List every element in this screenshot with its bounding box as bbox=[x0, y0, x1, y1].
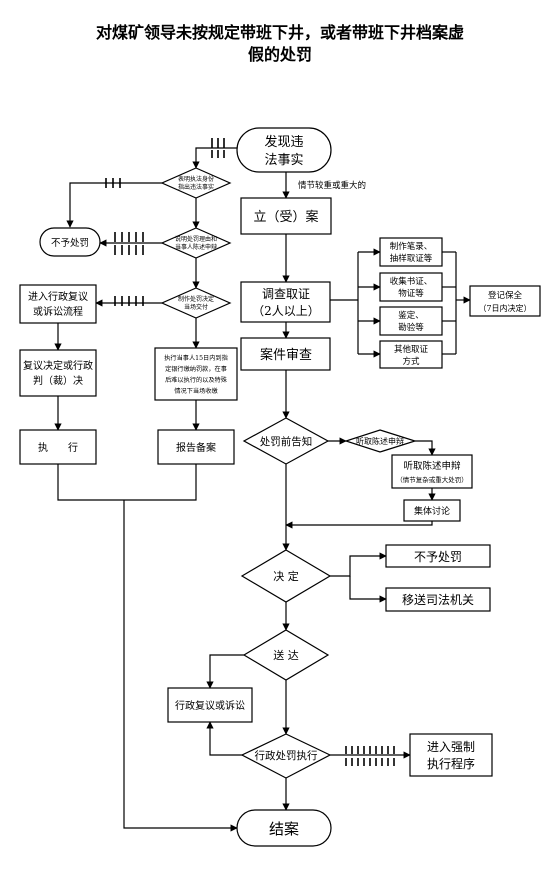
svg-text:复议决定或行政: 复议决定或行政 bbox=[23, 359, 93, 372]
svg-text:听取陈述申辩: 听取陈述申辩 bbox=[356, 436, 404, 446]
end-node: 结案 bbox=[236, 809, 332, 847]
svg-text:情况下当场收缴: 情况下当场收缴 bbox=[174, 387, 218, 395]
svg-text:结案: 结案 bbox=[269, 820, 299, 838]
svg-text:（情节复杂或重大处罚）: （情节复杂或重大处罚） bbox=[396, 475, 468, 484]
svg-text:抽样取证等: 抽样取证等 bbox=[390, 253, 433, 264]
svg-text:当事人陈述申辩: 当事人陈述申辩 bbox=[175, 243, 217, 251]
svg-text:说明处罚理由和: 说明处罚理由和 bbox=[175, 235, 217, 243]
svg-text:送 达: 送 达 bbox=[273, 648, 299, 662]
review-litigation-node: 行政复议或诉讼 bbox=[167, 687, 253, 723]
pre-notice-diamond: 处罚前告知 bbox=[242, 417, 330, 465]
left-review-node: 进入行政复议 或诉讼流程 bbox=[19, 284, 97, 324]
arrow-collective-to-main bbox=[285, 521, 433, 529]
page-title: 对煤矿领导未按规定带班下井，或者带班下井档案虚 假的处罚 bbox=[20, 22, 540, 66]
svg-text:或诉讼流程: 或诉讼流程 bbox=[33, 305, 83, 318]
left-payment-node: 执行当事人15日内到指 定银行缴纳罚款，在事 后难以执行的以及特殊 情况下当场收… bbox=[154, 347, 238, 401]
arrow-to-transfer bbox=[349, 576, 387, 603]
svg-text:登记保全: 登记保全 bbox=[488, 290, 523, 301]
svg-text:执 行: 执 行 bbox=[38, 441, 78, 454]
collective-node: 集体讨论 bbox=[403, 499, 461, 522]
no-penalty-node-right: 不予处罚 bbox=[385, 544, 491, 568]
transfer-node: 移送司法机关 bbox=[385, 587, 491, 612]
svg-text:（2人以上）: （2人以上） bbox=[252, 304, 320, 318]
start-node: 发现违 法事实 bbox=[236, 127, 332, 173]
tick-marks bbox=[105, 138, 395, 766]
svg-text:鉴定、: 鉴定、 bbox=[398, 310, 424, 321]
svg-text:进入行政复议: 进入行政复议 bbox=[28, 290, 88, 303]
register-node: 登记保全 （7日内决定） bbox=[469, 285, 541, 317]
svg-text:当场交付: 当场交付 bbox=[184, 303, 208, 311]
svg-text:其他取证: 其他取证 bbox=[394, 344, 429, 355]
svg-text:案件审查: 案件审查 bbox=[260, 348, 312, 363]
evidence-node-3: 鉴定、 勘验等 bbox=[379, 306, 443, 336]
svg-text:执行当事人15日内到指: 执行当事人15日内到指 bbox=[164, 354, 228, 362]
filing-node: 立（受）案 bbox=[240, 197, 332, 235]
no-penalty-node-left: 不予处罚 bbox=[39, 227, 101, 257]
evidence-node-4: 其他取证 方式 bbox=[379, 340, 443, 369]
serious-note: 情节较重或重大的 bbox=[298, 180, 366, 191]
svg-text:发现违: 发现违 bbox=[264, 134, 303, 150]
svg-text:不予处罚: 不予处罚 bbox=[414, 550, 462, 564]
svg-text:不予处罚: 不予处罚 bbox=[51, 237, 89, 249]
arrow-execution-to-review bbox=[206, 721, 244, 756]
left-diamond-identity: 表明执法身份 指出违法事实 bbox=[160, 167, 232, 199]
left-diamond-reasons: 说明处罚理由和 当事人陈述申辩 bbox=[160, 227, 232, 259]
svg-text:立（受）案: 立（受）案 bbox=[253, 210, 318, 225]
execution-diamond: 行政处罚执行 bbox=[240, 733, 332, 779]
hearing-diamond: 听取陈述申辩 bbox=[344, 429, 418, 453]
title-line-1: 对煤矿领导未按规定带班下井，或者带班下井档案虚 bbox=[95, 23, 464, 42]
svg-text:物证等: 物证等 bbox=[398, 288, 424, 299]
decision-diamond: 决 定 bbox=[240, 549, 332, 603]
svg-text:决 定: 决 定 bbox=[273, 569, 299, 583]
investigate-node: 调查取证 （2人以上） bbox=[240, 281, 331, 323]
evidence-node-2: 收集书证、 物证等 bbox=[379, 272, 443, 302]
svg-text:行政处罚执行: 行政处罚执行 bbox=[255, 749, 318, 762]
arrow-hearing-to-box bbox=[415, 440, 436, 456]
svg-text:制作笔录、: 制作笔录、 bbox=[390, 241, 433, 252]
svg-text:定银行缴纳罚款，在事: 定银行缴纳罚款，在事 bbox=[165, 365, 227, 373]
svg-text:表明执法身份: 表明执法身份 bbox=[178, 175, 214, 183]
svg-text:制作处罚决定: 制作处罚决定 bbox=[178, 295, 214, 303]
svg-text:收集书证、: 收集书证、 bbox=[390, 276, 433, 287]
left-report-node: 报告备案 bbox=[157, 429, 235, 465]
delivery-diamond: 送 达 bbox=[242, 629, 330, 681]
arrow-left-d1-to-no-penalty bbox=[66, 182, 162, 228]
svg-text:调查取证: 调查取证 bbox=[262, 287, 310, 301]
arrow-start-to-left-d1 bbox=[192, 147, 237, 169]
svg-text:集体讨论: 集体讨论 bbox=[414, 505, 450, 517]
case-review-node: 案件审查 bbox=[240, 337, 331, 371]
svg-text:后难以执行的以及特殊: 后难以执行的以及特殊 bbox=[165, 376, 228, 384]
svg-text:判（裁）决: 判（裁）决 bbox=[33, 374, 83, 387]
svg-text:行政复议或诉讼: 行政复议或诉讼 bbox=[175, 699, 245, 712]
svg-text:报告备案: 报告备案 bbox=[176, 441, 216, 454]
arrow-delivery-to-review bbox=[206, 654, 244, 689]
arrow-to-no-penalty bbox=[330, 552, 387, 577]
left-diamond-decision: 制作处罚决定 当场交付 bbox=[160, 287, 232, 319]
svg-text:听取陈述申辩: 听取陈述申辩 bbox=[403, 460, 461, 472]
svg-text:（7日内决定）: （7日内决定） bbox=[478, 303, 531, 313]
svg-text:勘验等: 勘验等 bbox=[398, 322, 424, 333]
left-execute-node: 执 行 bbox=[19, 429, 97, 465]
svg-text:进入强制: 进入强制 bbox=[427, 740, 475, 754]
svg-text:处罚前告知: 处罚前告知 bbox=[260, 435, 313, 448]
svg-text:方式: 方式 bbox=[402, 356, 420, 367]
svg-text:移送司法机关: 移送司法机关 bbox=[402, 592, 474, 607]
hearing-box: 听取陈述申辩 （情节复杂或重大处罚） bbox=[391, 454, 473, 489]
svg-text:法事实: 法事实 bbox=[264, 153, 303, 168]
left-decision-node: 复议决定或行政 判（裁）决 bbox=[19, 349, 97, 397]
svg-text:执行程序: 执行程序 bbox=[427, 756, 475, 771]
svg-text:指出违法事实: 指出违法事实 bbox=[178, 183, 214, 191]
connector-left-merge bbox=[57, 464, 197, 501]
evidence-node-1: 制作笔录、 抽样取证等 bbox=[379, 237, 443, 267]
arrow-left-to-end bbox=[123, 500, 238, 832]
title-line-2: 假的处罚 bbox=[247, 45, 312, 64]
forced-execution-node: 进入强制 执行程序 bbox=[409, 733, 493, 777]
